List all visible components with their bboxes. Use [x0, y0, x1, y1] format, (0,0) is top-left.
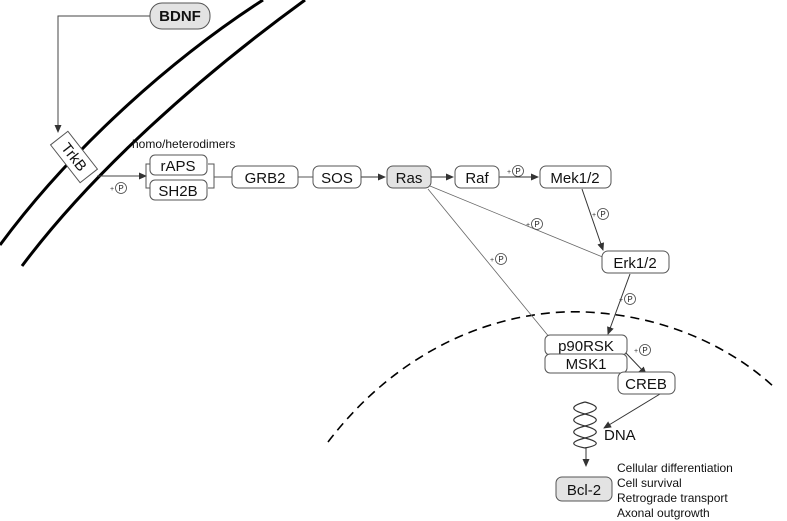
membrane-inner: [20, 0, 306, 267]
phospho-marker: + P: [526, 218, 543, 230]
outcome-item: Axonal outgrowth: [617, 506, 710, 520]
grb2-label: GRB2: [245, 170, 286, 187]
svg-text:+: +: [592, 212, 596, 219]
dna-helix-icon: [573, 401, 597, 449]
msk1-node: MSK1: [544, 353, 628, 374]
erk-label: Erk1/2: [613, 255, 656, 272]
phospho-marker: + P: [490, 253, 507, 265]
svg-text:+: +: [507, 169, 511, 176]
phospho-icon: P: [600, 210, 605, 219]
svg-text:+: +: [490, 257, 494, 264]
raps-node: rAPS: [149, 154, 208, 176]
ras-node: Ras: [386, 165, 432, 189]
grb2-node: GRB2: [231, 165, 299, 189]
svg-text:+: +: [110, 186, 114, 193]
p90rsk-to-creb-arrow: [624, 351, 647, 375]
outcome-item: Cellular differentiation: [617, 461, 733, 475]
phospho-icon: P: [515, 167, 520, 176]
adaptor-bracket: [208, 163, 215, 189]
sh2b-node: SH2B: [149, 179, 208, 201]
phospho-icon: P: [642, 346, 647, 355]
mek-label: Mek1/2: [550, 170, 599, 187]
bcl2-node: Bcl-2: [555, 476, 613, 502]
dna-label: DNA: [604, 427, 636, 444]
outcome-item: Retrograde transport: [617, 491, 728, 505]
nuclear-envelope: [327, 310, 776, 443]
ras-to-erk-line: [429, 185, 606, 259]
bdnf-node: BDNF: [149, 2, 211, 30]
creb-node: CREB: [617, 371, 676, 395]
mek-node: Mek1/2: [539, 165, 612, 189]
bcl2-label: Bcl-2: [567, 482, 601, 499]
mek-to-erk-arrow: [581, 188, 605, 251]
bdnf-label: BDNF: [159, 8, 201, 25]
phospho-icon: P: [534, 220, 539, 229]
ras-to-p90rsk-line: [427, 188, 551, 339]
sh2b-label: SH2B: [158, 183, 197, 200]
outcomes-list: Cellular differentiation Cell survival R…: [617, 461, 733, 520]
sos-label: SOS: [321, 170, 353, 187]
phospho-icon: P: [118, 184, 123, 193]
p90rsk-label: p90RSK: [558, 338, 614, 355]
dimers-label: homo/heterodimers: [132, 137, 235, 151]
phospho-marker: + P: [634, 344, 651, 356]
svg-text:+: +: [619, 297, 623, 304]
svg-text:+: +: [634, 348, 638, 355]
phospho-marker: + P: [110, 182, 127, 194]
creb-to-dna-arrow: [603, 393, 661, 429]
adaptor-bracket-left: [145, 163, 152, 189]
phospho-icon: P: [498, 255, 503, 264]
msk1-label: MSK1: [566, 356, 607, 373]
bdnf-to-trkb-line: [54, 15, 150, 133]
raps-label: rAPS: [160, 158, 195, 175]
raf-node: Raf: [454, 165, 500, 189]
ras-label: Ras: [396, 170, 423, 187]
outcome-item: Cell survival: [617, 476, 682, 490]
raf-label: Raf: [465, 170, 489, 187]
erk-to-p90rsk-arrow: [607, 273, 631, 335]
phospho-marker: + P: [592, 208, 609, 220]
membrane-outer: [0, 0, 264, 246]
phospho-marker: + P: [619, 293, 636, 305]
phospho-marker: + P: [507, 165, 524, 177]
svg-text:+: +: [526, 222, 530, 229]
phospho-icon: P: [627, 295, 632, 304]
p90rsk-node: p90RSK: [544, 334, 628, 356]
erk-node: Erk1/2: [601, 250, 670, 274]
sos-node: SOS: [312, 165, 362, 189]
creb-label: CREB: [625, 376, 667, 393]
